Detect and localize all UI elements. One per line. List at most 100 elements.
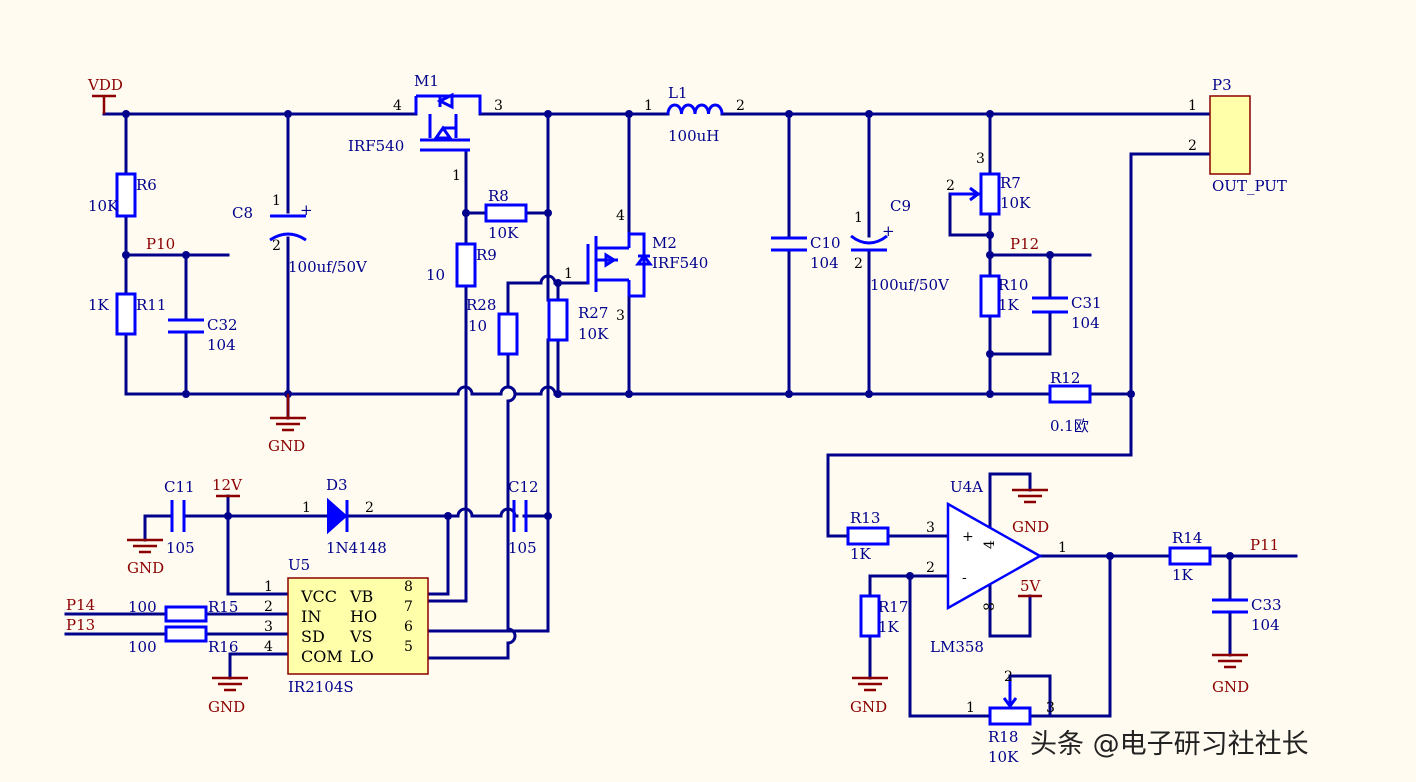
vdd-power-symbol: VDD [87, 76, 123, 114]
diode-d3: D3 1N4148 [326, 476, 387, 557]
svg-text:R17: R17 [878, 598, 908, 616]
svg-text:2: 2 [272, 238, 281, 254]
driver-ic-u5: VCC IN SD COM VB HO VS LO U5 IR2104S [287, 556, 429, 696]
svg-text:C11: C11 [164, 478, 195, 496]
svg-text:C12: C12 [508, 478, 539, 496]
svg-text:R12: R12 [1050, 369, 1080, 387]
gnd-symbol-c8: GND [268, 394, 306, 455]
svg-text:1: 1 [452, 168, 461, 184]
svg-text:12V: 12V [212, 476, 243, 494]
watermark-text: 头条 @电子研习社社长 [1030, 729, 1309, 760]
svg-text:IN: IN [301, 607, 321, 626]
svg-text:D3: D3 [326, 476, 348, 494]
svg-text:1: 1 [264, 579, 273, 595]
svg-text:R15: R15 [208, 598, 238, 616]
svg-text:GND: GND [127, 559, 164, 577]
svg-text:1: 1 [302, 500, 311, 516]
svg-text:C8: C8 [232, 204, 253, 222]
svg-text:3: 3 [976, 151, 985, 167]
svg-text:1: 1 [966, 700, 975, 716]
svg-text:1K: 1K [878, 618, 900, 636]
svg-text:1: 1 [854, 210, 863, 226]
svg-text:105: 105 [508, 539, 537, 557]
svg-text:IRF540: IRF540 [652, 254, 708, 272]
inductor-l1: L1 100uH [666, 84, 724, 145]
svg-text:R28: R28 [466, 296, 496, 314]
gnd-symbol-u5: GND [208, 676, 248, 716]
svg-text:C9: C9 [890, 197, 911, 215]
svg-text:3: 3 [926, 520, 935, 536]
capacitor-c12: C12 105 [508, 478, 539, 557]
svg-text:100uf/50V: 100uf/50V [870, 276, 950, 294]
potentiometer-r7: R7 10K [950, 172, 1031, 216]
svg-text:U5: U5 [288, 556, 310, 574]
svg-text:R7: R7 [1000, 174, 1021, 192]
svg-text:1K: 1K [850, 545, 872, 563]
svg-text:P3: P3 [1212, 76, 1232, 94]
svg-text:2: 2 [926, 560, 935, 576]
svg-text:-: - [962, 570, 967, 586]
svg-text:10K: 10K [1000, 194, 1031, 212]
potentiometer-r18: R18 10K [988, 680, 1032, 766]
svg-text:VB: VB [349, 587, 373, 606]
electrolytic-capacitor-c9: + C9 100uf/50V [850, 197, 950, 294]
svg-text:R18: R18 [988, 728, 1018, 746]
svg-text:1: 1 [644, 98, 653, 114]
svg-text:1: 1 [564, 266, 573, 282]
capacitor-c33: C33 104 [1212, 596, 1282, 634]
svg-text:100uH: 100uH [668, 127, 719, 145]
svg-text:3: 3 [264, 619, 273, 635]
resistor-r9: R9 10 [426, 242, 497, 288]
svg-text:2: 2 [854, 256, 863, 272]
resistor-r16: R16 100 [128, 625, 238, 656]
svg-text:1: 1 [1188, 98, 1197, 114]
wires [64, 112, 1298, 718]
port-label-p11: P11 [1250, 536, 1279, 554]
capacitor-c31: C31 104 [1032, 294, 1102, 332]
svg-text:R8: R8 [488, 187, 509, 205]
svg-text:104: 104 [207, 336, 236, 354]
svg-text:10K: 10K [578, 325, 609, 343]
svg-text:VCC: VCC [300, 587, 337, 606]
svg-text:100uf/50V: 100uf/50V [288, 258, 368, 276]
v5-power-symbol: 5V [1018, 577, 1042, 598]
svg-text:R11: R11 [136, 296, 166, 314]
svg-text:8: 8 [404, 579, 413, 595]
svg-text:4: 4 [393, 98, 402, 114]
mosfet-m1: M1 IRF540 [348, 72, 482, 155]
port-label-p10: P10 [146, 235, 175, 253]
svg-text:LM358: LM358 [930, 638, 984, 656]
svg-text:M2: M2 [652, 234, 677, 252]
svg-text:R10: R10 [998, 276, 1028, 294]
svg-text:2: 2 [264, 599, 273, 615]
v12-power-symbol: 12V [212, 476, 243, 498]
svg-text:1K: 1K [88, 296, 110, 314]
svg-text:GND: GND [1212, 678, 1249, 696]
svg-text:100: 100 [128, 638, 157, 656]
svg-text:LO: LO [350, 647, 374, 666]
resistor-r10: R10 1K [979, 274, 1028, 318]
svg-text:5V: 5V [1020, 577, 1042, 595]
svg-text:SD: SD [301, 627, 325, 646]
svg-text:2: 2 [736, 98, 745, 114]
svg-text:C31: C31 [1071, 294, 1102, 312]
svg-text:1K: 1K [1172, 566, 1194, 584]
svg-text:OUT_PUT: OUT_PUT [1212, 177, 1287, 195]
port-label-p13: P13 [66, 616, 95, 634]
svg-text:4: 4 [616, 208, 625, 224]
svg-text:2: 2 [1004, 669, 1013, 685]
svg-text:10K: 10K [488, 224, 519, 242]
svg-text:IRF540: IRF540 [348, 137, 404, 155]
svg-text:COM: COM [301, 647, 343, 666]
svg-text:R13: R13 [850, 509, 880, 527]
svg-text:10: 10 [468, 317, 487, 335]
svg-text:10K: 10K [88, 197, 119, 215]
gnd-symbol-r17: GND [850, 676, 888, 716]
resistor-r27: R27 10K [547, 298, 609, 343]
svg-text:VDD: VDD [87, 76, 123, 94]
svg-text:104: 104 [810, 254, 839, 272]
svg-text:3: 3 [494, 98, 503, 114]
port-label-p12: P12 [1010, 235, 1039, 253]
